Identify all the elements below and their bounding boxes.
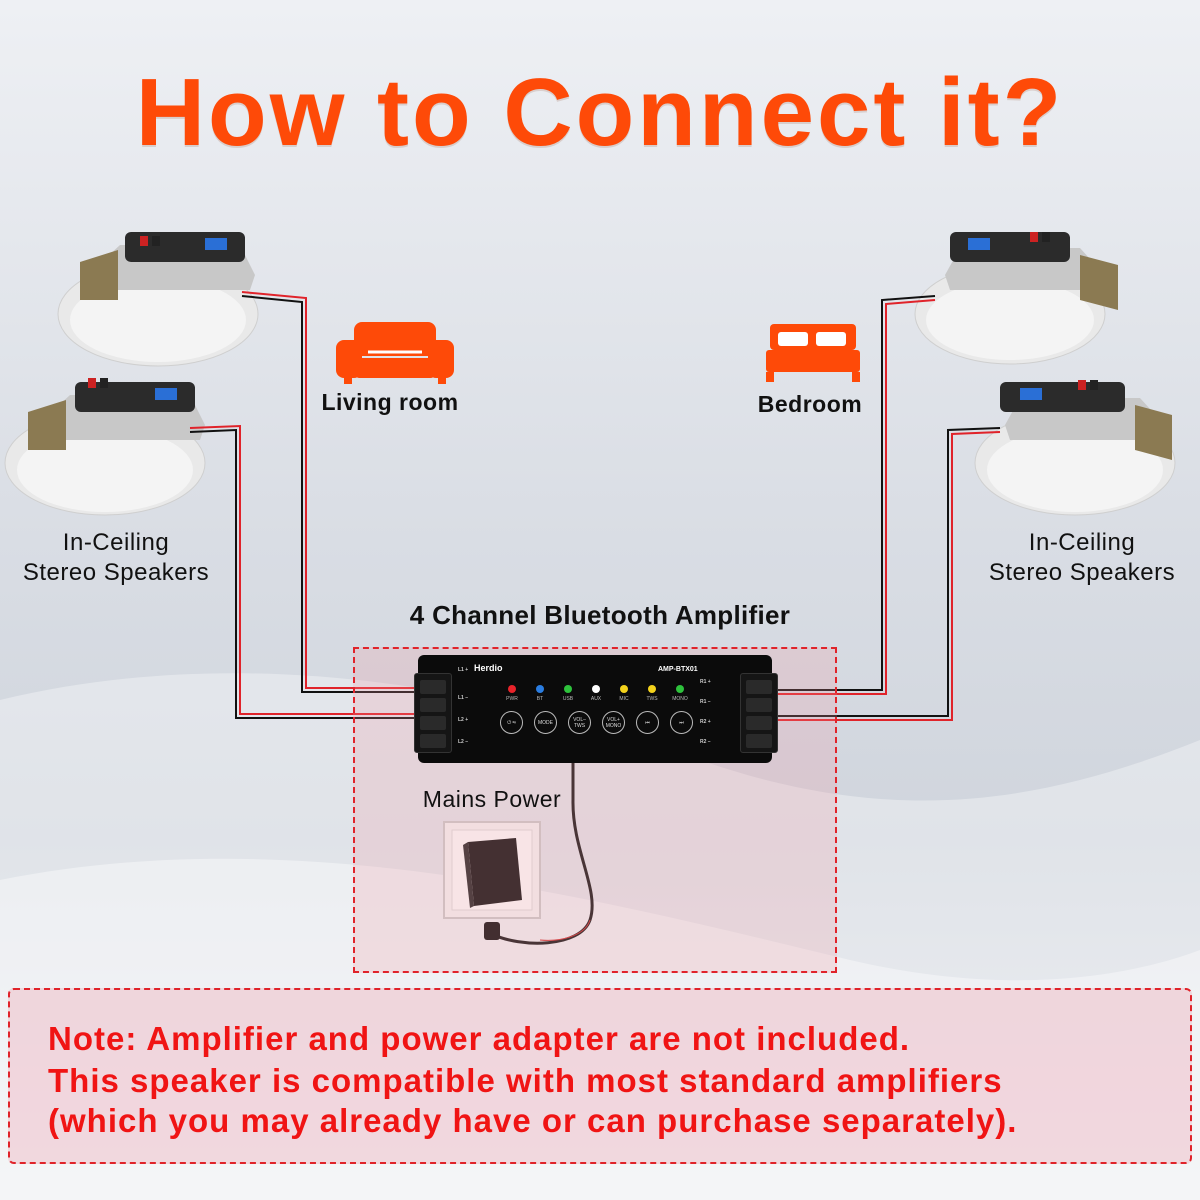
speaker-wire [758, 427, 1001, 721]
status-led [676, 685, 684, 693]
left-terminal-block [414, 673, 452, 753]
bedroom-label: Bedroom [757, 391, 863, 417]
status-led-label: BT [536, 696, 544, 702]
speaker-wire [758, 295, 936, 695]
status-led [536, 685, 544, 693]
left-speaker-label: In-Ceiling Stereo Speakers [0, 528, 232, 588]
channel-label: R2 – [700, 739, 711, 745]
right-speaker-label: In-Ceiling Stereo Speakers [968, 528, 1196, 588]
amplifier-button[interactable]: VOL– TWS [568, 711, 591, 734]
amplifier-button[interactable]: ⏭ [670, 711, 693, 734]
status-led-label: MIC [619, 696, 629, 702]
page-title: How to Connect it? [135, 59, 1065, 166]
amplifier-button[interactable]: ⏻ ⏯ [500, 711, 523, 734]
power-cable [491, 762, 594, 945]
note-box: Note: Amplifier and power adapter are no… [8, 988, 1192, 1164]
mains-power-label: Mains Power [422, 786, 562, 812]
status-led [648, 685, 656, 693]
sofa-icon [336, 322, 454, 384]
left-speaker-label-line2: Stereo Speakers [22, 559, 210, 586]
note-line-2: This speaker is compatible with most sta… [48, 1062, 1003, 1099]
channel-label: L1 + [458, 667, 469, 673]
note-line-3: (which you may already have or can purch… [48, 1102, 1018, 1139]
status-led [620, 685, 628, 693]
status-led [592, 685, 600, 693]
status-led-label: PWR [506, 696, 518, 702]
channel-label: L2 – [458, 739, 469, 745]
speaker-icon [57, 232, 259, 367]
amplifier-button[interactable]: VOL+ MONO [602, 711, 625, 734]
status-led [508, 685, 516, 693]
speaker-icon [974, 380, 1176, 516]
status-led-label: MONO [672, 696, 688, 702]
channel-label: R1 + [700, 679, 711, 685]
right-speaker-label-line1: In-Ceiling [1028, 529, 1136, 556]
right-terminal-block [740, 673, 778, 753]
speaker-wire [241, 291, 432, 693]
power-adapter-icon [463, 838, 522, 940]
status-led [564, 685, 572, 693]
left-speaker-label-line1: In-Ceiling [62, 529, 170, 556]
living-room-label: Living room [321, 389, 459, 415]
background-wave [0, 673, 1200, 1200]
speaker-icon [4, 378, 206, 516]
amplifier-unit: Herdio AMP-BTX01 L1 + L1 – L2 + L2 – R1 … [414, 655, 778, 763]
status-led-label: AUX [590, 696, 602, 702]
amplifier-button[interactable]: ⏮ [636, 711, 659, 734]
amplifier-button[interactable]: MODE [534, 711, 557, 734]
bed-icon [766, 324, 860, 382]
amplifier-brand: Herdio [474, 663, 503, 673]
channel-label: R1 – [700, 699, 711, 705]
amplifier-model: AMP-BTX01 [658, 666, 698, 673]
speaker-wire [189, 424, 432, 719]
status-led-label: TWS [646, 696, 658, 702]
channel-label: R2 + [700, 719, 711, 725]
channel-label: L1 – [458, 695, 469, 701]
right-speaker-label-line2: Stereo Speakers [988, 559, 1176, 586]
channel-label: L2 + [458, 717, 469, 723]
amplifier-title: 4 Channel Bluetooth Amplifier [409, 600, 791, 630]
note-line-1: Note: Amplifier and power adapter are no… [48, 1020, 911, 1057]
status-led-label: USB [562, 696, 574, 702]
background-wave [0, 858, 1200, 1200]
speaker-icon [914, 232, 1118, 365]
